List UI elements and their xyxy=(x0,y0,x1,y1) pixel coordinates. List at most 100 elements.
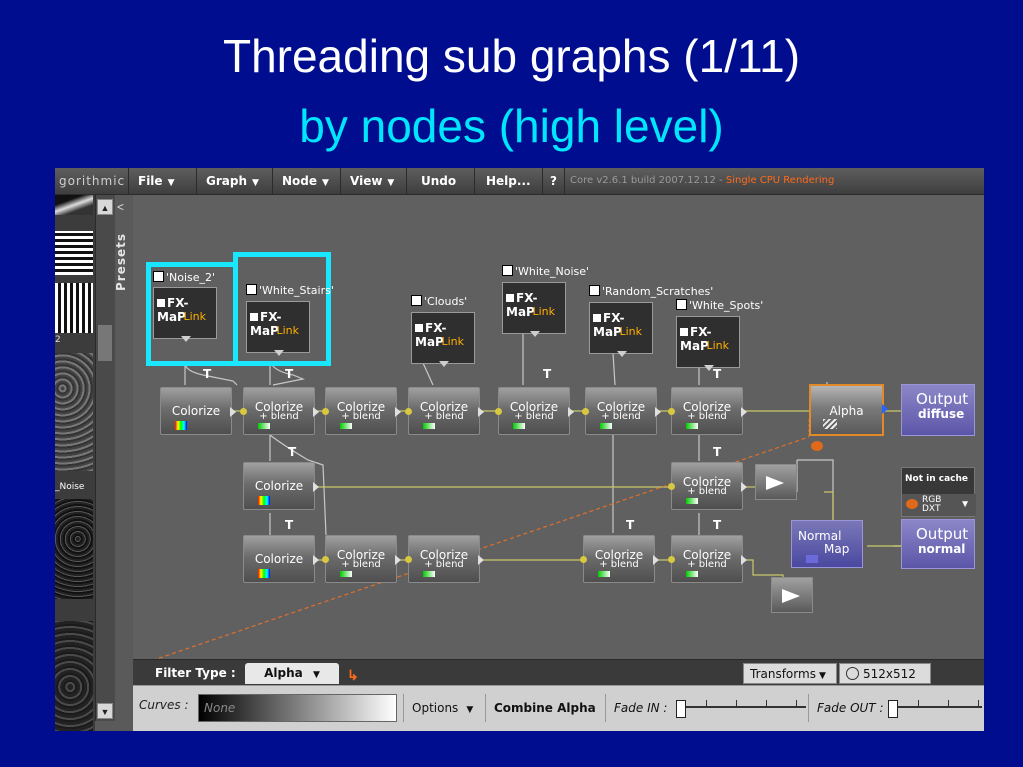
preview-node[interactable] xyxy=(755,464,797,500)
preview-node[interactable] xyxy=(771,577,813,613)
filter-type-select[interactable]: Alpha ▼ xyxy=(245,663,339,684)
gradient-icon xyxy=(423,423,435,429)
fx-node-caption-text: 'White_Noise' xyxy=(515,265,590,278)
scroll-down-icon[interactable]: ▼ xyxy=(97,703,113,719)
fade-out-slider[interactable] xyxy=(888,700,982,718)
gradient-icon xyxy=(513,423,525,429)
collapse-presets-icon[interactable]: < xyxy=(117,200,125,214)
output-port-icon xyxy=(741,555,747,565)
fx-link-label: Link xyxy=(619,325,642,338)
output-port-icon xyxy=(882,404,888,414)
colorize-blend-node[interactable]: Colorize+ blend xyxy=(582,387,661,435)
slider-track xyxy=(676,706,806,708)
output-port-icon xyxy=(741,482,747,492)
preset-thumbnail[interactable] xyxy=(55,499,93,599)
app-brand: gorithmic xyxy=(55,168,129,194)
node-sublabel: + blend xyxy=(341,411,381,422)
scrollbar-thumb[interactable] xyxy=(98,325,112,361)
node-label: Colorize xyxy=(171,404,221,418)
output-title: Output xyxy=(916,390,969,408)
colorize-blend-node[interactable]: Colorize+ blend xyxy=(322,387,401,435)
colorize-blend-node[interactable]: Colorize+ blend xyxy=(668,462,747,510)
menu-graph[interactable]: Graph▼ xyxy=(197,168,273,194)
combine-alpha-label: Combine Alpha xyxy=(494,701,596,715)
gradient-icon xyxy=(600,423,612,429)
combine-alpha-button[interactable]: Combine Alpha xyxy=(485,694,605,722)
gradient-icon xyxy=(598,571,610,577)
menu-about[interactable]: ? xyxy=(543,168,565,194)
status-version: Core v2.6.1 build 2007.12.12 - xyxy=(570,175,726,186)
fx-link-label: Link xyxy=(706,339,729,352)
link-icon xyxy=(676,299,687,310)
preset-thumbnail[interactable] xyxy=(55,195,93,215)
colorize-node[interactable]: Colorize xyxy=(243,535,319,583)
preset-scrollbar[interactable]: ▲ ▼ xyxy=(95,195,115,721)
colorize-node[interactable]: Colorize xyxy=(243,462,319,510)
resolution-field[interactable]: 512x512 xyxy=(839,663,931,684)
colorize-blend-node[interactable]: Colorize+ blend xyxy=(240,387,319,435)
colorize-blend-node[interactable]: Colorize+ blend xyxy=(668,535,747,583)
alpha-node[interactable]: Alpha xyxy=(809,384,888,436)
colorize-node[interactable]: Colorize xyxy=(160,387,236,435)
node-label: Colorize xyxy=(509,400,559,414)
output-port-icon xyxy=(568,407,574,417)
preset-label: _Noise xyxy=(55,482,85,492)
colorize-blend-node[interactable]: Colorize+ blend xyxy=(495,387,574,435)
options-button[interactable]: Options▼ xyxy=(403,694,485,722)
cache-panel: Not in cache RGB DXT ▼ xyxy=(901,467,976,517)
menu-undo[interactable]: Undo xyxy=(407,168,475,194)
transforms-button[interactable]: Transforms▼ xyxy=(743,663,837,684)
fx-title-text: FX-MaP xyxy=(593,311,625,339)
play-icon xyxy=(782,589,800,603)
node-label: Colorize xyxy=(596,400,646,414)
menu-bar: gorithmic File▼ Graph▼ Node▼ View▼ Undo … xyxy=(55,168,984,195)
fx-node-caption-text: 'White_Stairs' xyxy=(259,284,334,297)
preset-thumbnail[interactable] xyxy=(55,283,93,333)
slider-track xyxy=(888,706,982,708)
menu-node[interactable]: Node▼ xyxy=(273,168,341,194)
scroll-up-icon[interactable]: ▲ xyxy=(97,199,113,215)
output-port-icon xyxy=(530,331,540,337)
fx-node-caption-text: 'Noise_2' xyxy=(166,271,216,284)
fade-in-slider[interactable] xyxy=(676,700,806,718)
colorize-blend-node[interactable]: Colorize+ blend xyxy=(405,387,484,435)
colorize-blend-node[interactable]: Colorize+ blend xyxy=(322,535,401,583)
output-port-icon xyxy=(478,407,484,417)
eye-icon[interactable] xyxy=(811,441,823,451)
menu-file[interactable]: File▼ xyxy=(129,168,197,194)
menu-help[interactable]: Help... xyxy=(475,168,543,194)
transforms-label: Transforms xyxy=(750,667,816,681)
input-port-icon xyxy=(322,408,329,415)
chevron-down-icon: ▼ xyxy=(312,670,320,680)
input-port-icon xyxy=(240,408,247,415)
colorize-blend-node[interactable]: Colorize+ blend xyxy=(668,387,747,435)
slider-knob[interactable] xyxy=(676,700,686,718)
slider-knob[interactable] xyxy=(888,700,898,718)
input-port-icon xyxy=(582,408,589,415)
node-sublabel: + blend xyxy=(424,411,464,422)
curves-gradient[interactable]: None xyxy=(198,694,397,722)
preset-thumbnail[interactable] xyxy=(55,621,93,731)
node-label: Normal xyxy=(798,529,842,543)
menu-node-label: Node xyxy=(282,174,318,188)
presets-tab[interactable]: Presets xyxy=(114,195,132,345)
preset-thumbnail[interactable] xyxy=(55,231,93,275)
preset-thumbnail[interactable] xyxy=(55,353,93,471)
thread-marker: T xyxy=(285,367,294,381)
format-select[interactable]: RGB DXT ▼ xyxy=(902,494,976,516)
menu-view[interactable]: View▼ xyxy=(341,168,407,194)
fx-node-caption-text: 'Random_Scratches' xyxy=(602,285,714,298)
colorize-blend-node[interactable]: Colorize+ blend xyxy=(405,535,484,583)
colorize-blend-node[interactable]: Colorize+ blend xyxy=(580,535,659,583)
redirect-arrow-icon[interactable]: ↳ xyxy=(347,667,359,683)
